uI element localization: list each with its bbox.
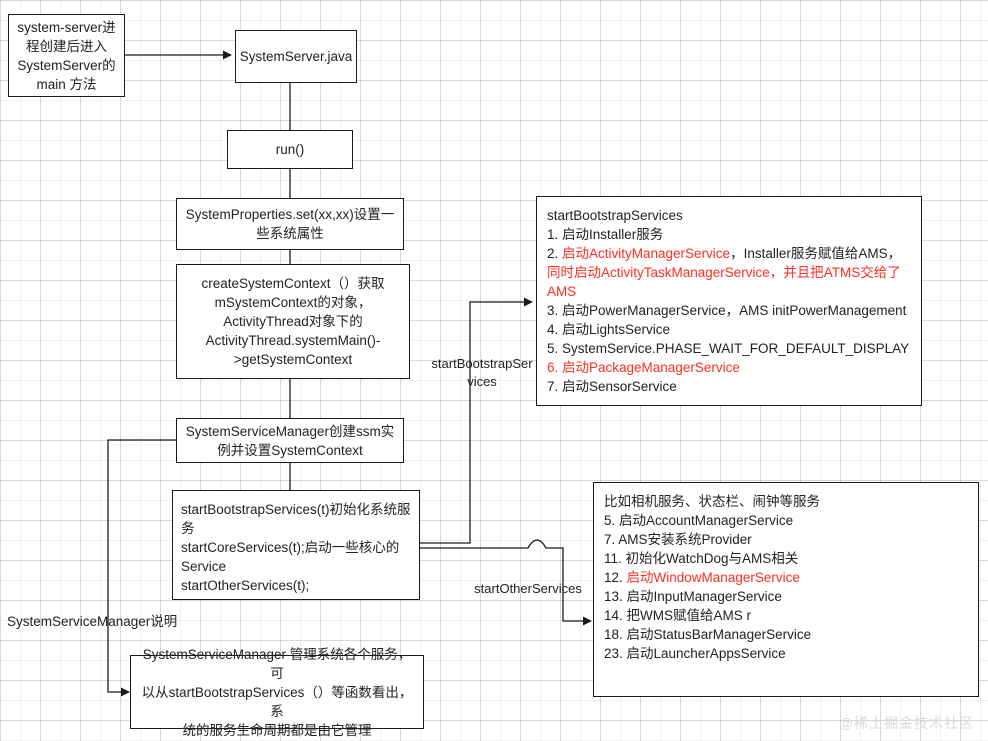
node-create-system-context-text: createSystemContext（）获取 mSystemContext的对… <box>201 274 384 369</box>
edge-label-bootstrap-line-1: startBootstrapSer <box>431 356 533 371</box>
label-ssm-caption-text: SystemServiceManager说明 <box>7 614 178 629</box>
create-context-line-2: mSystemContext的对象， <box>214 295 372 310</box>
edge-startservices-to-bootstrap <box>420 297 533 544</box>
start-services-line-4: Service <box>181 559 227 574</box>
other-detail-item-7: 14. 把WMS赋值给AMS r <box>604 608 752 623</box>
node-systemserver-java: SystemServer.java <box>235 30 357 83</box>
node-system-properties: SystemProperties.set(xx,xx)设置一 些系统属性 <box>176 198 404 250</box>
node-run-label: run() <box>275 142 305 157</box>
watermark: @稀土掘金技术社区 <box>838 715 974 731</box>
other-detail-item-6: 13. 启动InputManagerService <box>604 589 782 604</box>
bootstrap-detail-item-5: 5. SystemService.PHASE_WAIT_FOR_DEFAULT_… <box>547 341 910 356</box>
start-services-line-2: 务 <box>181 521 195 536</box>
bootstrap-detail-item-1: 1. 启动Installer服务 <box>547 227 664 242</box>
node-start-services: startBootstrapServices(t)初始化系统服 务 startC… <box>172 490 420 600</box>
other-detail-item-4: 11. 初始化WatchDog与AMS相关 <box>604 551 799 566</box>
other-item5-prefix: 12. <box>604 570 627 585</box>
other-detail-item-2: 5. 启动AccountManagerService <box>604 513 794 528</box>
bootstrap-detail-item-7: 7. 启动SensorService <box>547 379 677 394</box>
create-context-line-1: createSystemContext（）获取 <box>201 276 385 291</box>
ssm-line-2: 例并设置SystemContext <box>217 442 363 458</box>
edge-startservices-to-other <box>420 539 592 626</box>
note-entry-line-3: SystemServer的 <box>17 57 116 73</box>
other-detail-item-1: 比如相机服务、状态栏、闹钟等服务 <box>604 494 820 509</box>
edge-ssm-to-note <box>107 439 176 697</box>
edge-label-other-text: startOtherServices <box>474 581 582 596</box>
node-system-service-manager: SystemServiceManager创建ssm实 例并设置SystemCon… <box>176 418 404 463</box>
note-entry-line-4: main 方法 <box>36 76 97 92</box>
node-bootstrap-detail: startBootstrapServices 1. 启动Installer服务 … <box>536 196 922 406</box>
system-properties-line-1: SystemProperties.set(xx,xx)设置一 <box>185 207 395 222</box>
ssm-note-line-3: 统的服务生命周期都是由它管理 <box>182 722 372 738</box>
edge-label-bootstrap-line-2: vices <box>467 374 497 389</box>
other-detail-item-8: 18. 启动StatusBarManagerService <box>604 627 812 642</box>
edge-label-bootstrap: startBootstrapSer vices <box>424 355 540 391</box>
bootstrap-detail-item-6: 6. 启动PackageManagerService <box>547 360 740 375</box>
other-item5-redpart: 启动WindowManagerService <box>626 570 800 585</box>
bootstrap-item2-part-2: 启动ActivityManagerService <box>562 246 731 261</box>
label-ssm-caption: SystemServiceManager说明 <box>7 613 177 631</box>
node-systemserver-java-label: SystemServer.java <box>239 49 353 64</box>
ssm-line-1: SystemServiceManager创建ssm实 <box>185 423 395 439</box>
bootstrap-item2-part-4: 同时启动ActivityTaskManagerService，并且把ATMS交给… <box>547 265 901 299</box>
create-context-line-5: >getSystemContext <box>233 352 353 367</box>
ssm-note-line-1: SystemServiceManager 管理系统各个服务，可 <box>142 646 412 681</box>
node-other-detail: 比如相机服务、状态栏、闹钟等服务 5. 启动AccountManagerServ… <box>593 482 979 697</box>
node-ssm-note-text: SystemServiceManager 管理系统各个服务，可 以从startB… <box>139 645 415 740</box>
note-entry-line-1: system-server进 <box>17 19 116 35</box>
start-services-line-5: startOtherServices(t); <box>181 578 310 593</box>
create-context-line-4: ActivityThread.systemMain()- <box>205 333 381 348</box>
node-system-service-manager-text: SystemServiceManager创建ssm实 例并设置SystemCon… <box>186 422 395 460</box>
create-context-line-3: ActivityThread对象下的 <box>223 314 363 329</box>
system-properties-line-2: 些系统属性 <box>256 226 324 241</box>
bootstrap-detail-item-4: 4. 启动LightsService <box>547 322 671 337</box>
node-create-system-context: createSystemContext（）获取 mSystemContext的对… <box>176 264 410 379</box>
node-ssm-note: SystemServiceManager 管理系统各个服务，可 以从startB… <box>130 647 424 738</box>
bootstrap-detail-title: startBootstrapServices <box>547 208 683 223</box>
other-detail-item-9: 23. 启动LauncherAppsService <box>604 646 786 661</box>
start-services-line-1: startBootstrapServices(t)初始化系统服 <box>181 502 411 517</box>
other-detail-item-5: 12. 启动WindowManagerService <box>604 568 968 587</box>
bootstrap-detail-item-3: 3. 启动PowerManagerService，AMS initPowerMa… <box>547 303 907 318</box>
bootstrap-detail-item-2: 2. 启动ActivityManagerService，Installer服务赋… <box>547 244 911 301</box>
node-system-properties-text: SystemProperties.set(xx,xx)设置一 些系统属性 <box>186 205 395 243</box>
node-run: run() <box>227 130 353 169</box>
bootstrap-item2-part-3: ，Installer服务赋值给AMS， <box>730 246 902 261</box>
note-entry-line-2: 程创建后进入 <box>26 38 107 54</box>
bootstrap-item2-part-1: 2. <box>547 246 563 261</box>
start-services-line-3: startCoreServices(t);启动一些核心的 <box>181 540 400 555</box>
note-entry-box: system-server进 程创建后进入 SystemServer的 main… <box>8 14 125 97</box>
other-detail-item-3: 7. AMS安装系统Provider <box>604 532 752 547</box>
ssm-note-line-2: 以从startBootstrapServices（）等函数看出，系 <box>141 684 413 719</box>
note-entry-text: system-server进 程创建后进入 SystemServer的 main… <box>17 18 115 94</box>
edge-label-other: startOtherServices <box>468 580 588 598</box>
node-start-services-text: startBootstrapServices(t)初始化系统服 务 startC… <box>181 500 411 595</box>
